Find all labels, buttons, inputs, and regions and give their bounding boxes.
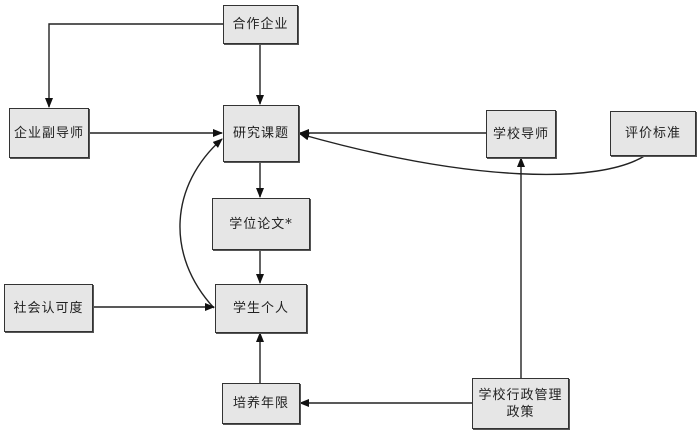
- node-label: 学生个人: [232, 301, 289, 316]
- node-evaluation-criteria: 评价标准: [610, 111, 696, 156]
- node-research-topic: 研究课题: [223, 105, 299, 162]
- edge-student-to-topic: [179, 138, 223, 309]
- node-label: 学校导师: [492, 126, 549, 142]
- node-label: 学校行政管理 政策: [478, 387, 563, 420]
- node-label: 培养年限: [232, 396, 289, 411]
- node-enterprise-co-supervisor: 企业副导师: [9, 108, 89, 158]
- node-label: 研究课题: [232, 126, 289, 141]
- node-label: 合作企业: [232, 17, 289, 32]
- node-training-duration: 培养年限: [222, 383, 300, 424]
- node-partner-company: 合作企业: [223, 5, 298, 44]
- node-student: 学生个人: [215, 284, 307, 333]
- node-social-recognition: 社会认可度: [4, 284, 93, 332]
- node-label: 学位论文*: [229, 216, 293, 232]
- node-label: 企业副导师: [13, 125, 84, 141]
- node-school-supervisor: 学校导师: [486, 110, 556, 158]
- node-school-admin-policy: 学校行政管理 政策: [472, 378, 569, 429]
- node-degree-thesis: 学位论文*: [212, 198, 310, 250]
- node-label: 社会认可度: [13, 300, 84, 316]
- node-label: 评价标准: [624, 126, 681, 141]
- edge-criteria-to-topic: [299, 132, 647, 176]
- edge-partner-to-cosupervisor: [45, 23, 223, 108]
